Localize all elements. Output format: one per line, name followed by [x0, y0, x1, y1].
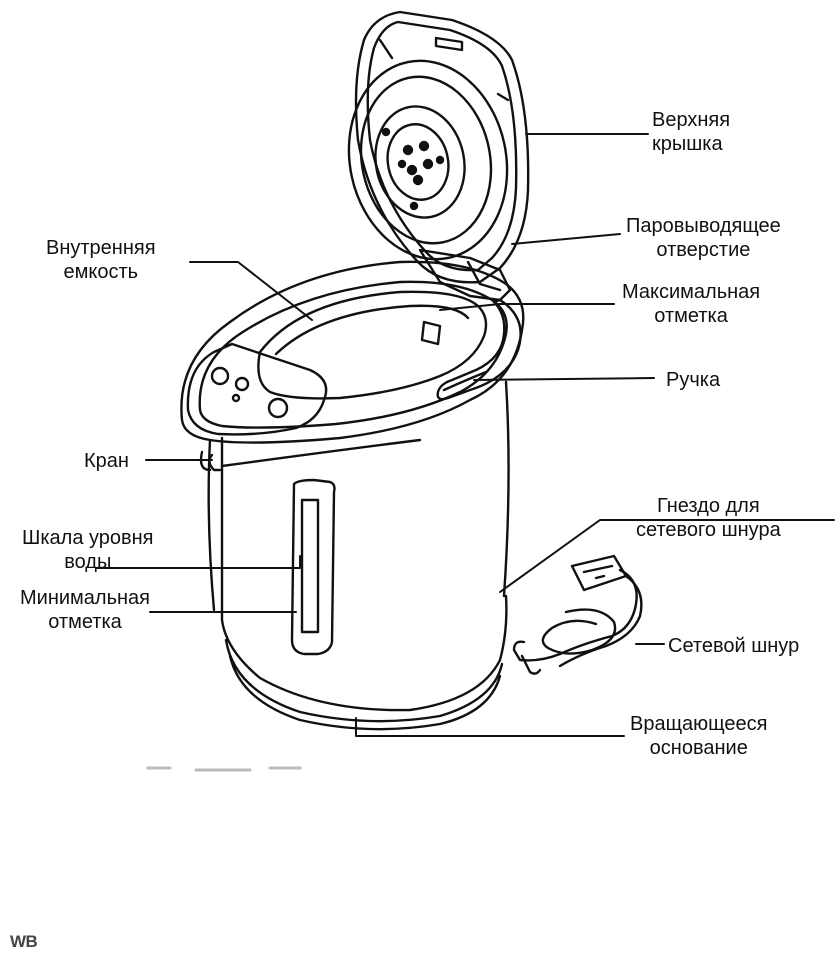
control-panel-drawing [186, 342, 328, 436]
label-min-mark-line2: отметка [48, 611, 122, 633]
label-inner-container-line1: Внутренняя [46, 237, 156, 259]
label-top-lid-line1: Верхняя [652, 109, 731, 131]
label-power-socket-line2: сетевого шнура [636, 519, 781, 541]
label-rotating-base: Вращающееся основание [630, 712, 767, 760]
top-lid-drawing [347, 10, 530, 284]
watermark: WB [10, 932, 38, 951]
label-power-socket: Гнездо для сетевого шнура [636, 494, 781, 542]
label-steam-vent-line2: отверстие [656, 239, 751, 261]
label-inner-container-line2: емкость [63, 261, 139, 283]
body-drawing [199, 380, 510, 731]
label-min-mark: Минимальная отметка [20, 586, 150, 634]
label-handle: Ручка [666, 368, 720, 392]
leader-lines [95, 133, 835, 737]
label-max-mark-line2: отметка [654, 305, 728, 327]
label-rotating-base-line2: основание [649, 737, 748, 759]
label-rotating-base-line1: Вращающееся [630, 713, 768, 735]
label-water-scale: Шкала уровня воды [22, 526, 154, 574]
label-water-scale-line1: Шкала уровня [22, 527, 154, 549]
label-water-scale-line2: воды [64, 551, 112, 573]
label-tap-line1: Кран [84, 450, 129, 472]
label-steam-vent: Паровыводящее отверстие [626, 214, 781, 262]
caption-stub [146, 766, 302, 772]
label-power-socket-line1: Гнездо для [657, 495, 760, 517]
power-cord-drawing [512, 554, 643, 675]
label-top-lid: Верхняя крышка [652, 108, 730, 156]
handle-drawing [436, 298, 522, 401]
label-power-cord-line1: Сетевой шнур [668, 635, 800, 657]
label-max-mark-line1: Максимальная [622, 281, 761, 303]
label-inner-container: Внутренняя емкость [46, 236, 156, 284]
label-tap: Кран [84, 449, 129, 473]
label-handle-line1: Ручка [666, 369, 721, 391]
label-steam-vent-line1: Паровыводящее [626, 215, 781, 237]
label-min-mark-line1: Минимальная [20, 587, 151, 609]
label-power-cord: Сетевой шнур [668, 634, 799, 658]
label-top-lid-line2: крышка [652, 133, 723, 155]
label-max-mark: Максимальная отметка [622, 280, 760, 328]
top-rim-drawing [180, 260, 525, 444]
